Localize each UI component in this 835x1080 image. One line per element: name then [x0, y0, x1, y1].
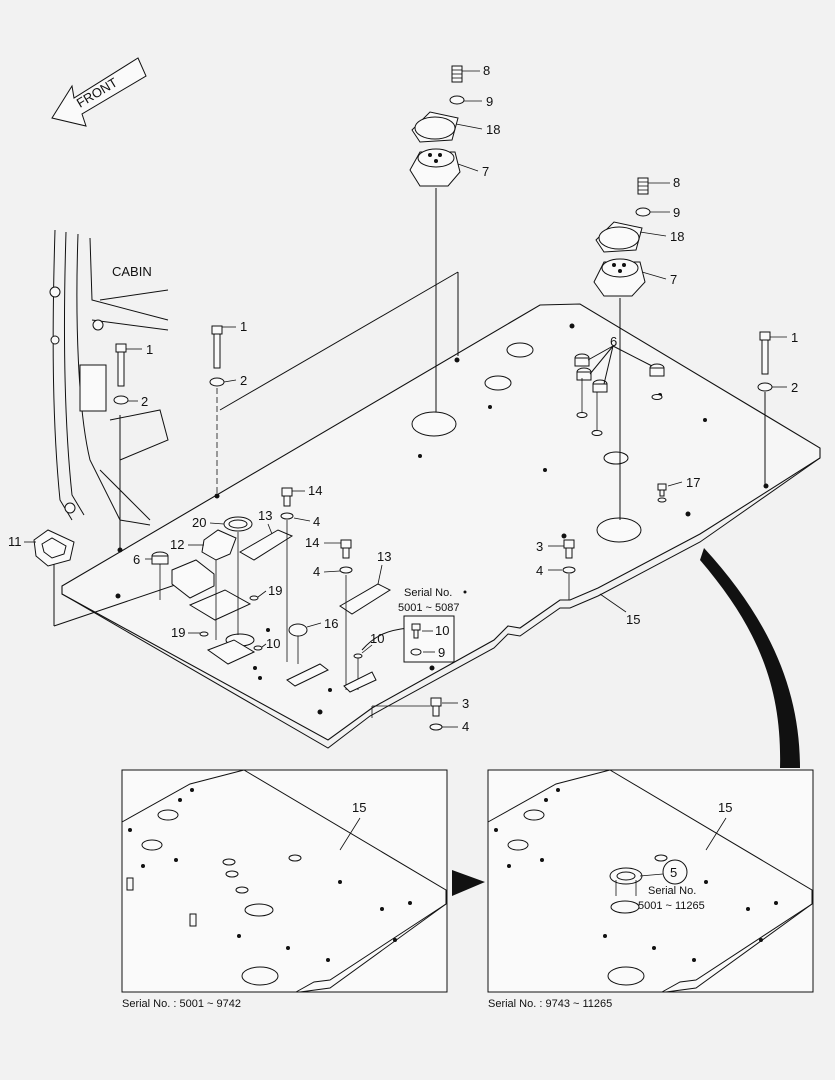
transition-arrow	[452, 870, 485, 896]
callout-4: 4	[313, 564, 320, 579]
callout-12: 12	[170, 537, 184, 552]
callout-10: 10	[435, 623, 449, 638]
plate-parts-middle	[339, 539, 409, 693]
callout-3: 3	[536, 539, 543, 554]
bolt-right-plate	[757, 331, 773, 484]
cabin-label: CABIN	[112, 264, 152, 279]
callout-6: 6	[610, 334, 617, 349]
callout-15: 15	[626, 612, 640, 627]
caption-right: Serial No. : 9743 ~ 11265	[488, 998, 612, 1010]
bolt-left-plate	[209, 325, 225, 494]
callout-20: 20	[192, 515, 206, 530]
serial-box-inset: Serial No. 5001 ~ 5087	[398, 587, 467, 663]
callout-11: 11	[8, 534, 22, 549]
detail-arrow	[700, 548, 800, 768]
callout-14: 14	[308, 483, 322, 498]
callout-10: 10	[370, 631, 384, 646]
callout-13: 13	[377, 549, 391, 564]
callout-13: 13	[258, 508, 272, 523]
callout-15: 15	[718, 800, 732, 815]
bolt-left-cabin	[113, 343, 129, 405]
callout-7: 7	[670, 272, 677, 287]
callout-2: 2	[240, 373, 247, 388]
serial-box-title: Serial No.	[404, 587, 452, 599]
callout-7: 7	[482, 164, 489, 179]
callout-10: 10	[266, 636, 280, 651]
callout-15: 15	[352, 800, 366, 815]
callout-14: 14	[305, 535, 319, 550]
callout-labels: 8 9 18 7 8 9 18 7 1 2 1 2 1 2 6 6 14 4	[8, 63, 798, 734]
callout-18: 18	[670, 229, 684, 244]
callout-16: 16	[324, 616, 338, 631]
callout-2: 2	[141, 394, 148, 409]
callout-1: 1	[146, 342, 153, 357]
detail-panel-left: 15	[121, 769, 448, 993]
serial-box-range: 5001 ~ 5087	[398, 602, 459, 614]
detail-serial-range: 5001 ~ 11265	[638, 900, 705, 912]
callout-4: 4	[536, 563, 543, 578]
caption-left: Serial No. : 5001 ~ 9742	[122, 998, 241, 1010]
rubber-mounts	[574, 345, 665, 430]
detail-serial-title: Serial No.	[648, 885, 696, 897]
cab-mount-right	[593, 177, 651, 520]
front-arrow: FRONT	[51, 57, 147, 127]
callout-17: 17	[686, 475, 700, 490]
callout-9: 9	[486, 94, 493, 109]
callout-8: 8	[483, 63, 490, 78]
callout-2: 2	[791, 380, 798, 395]
detail-panel-right: 5 Serial No. 5001 ~ 11265 15	[487, 769, 814, 993]
callout-19: 19	[268, 583, 282, 598]
plate-parts-right	[371, 483, 667, 731]
cabin-drawing: CABIN	[49, 229, 169, 526]
callout-3: 3	[462, 696, 469, 711]
callout-9: 9	[438, 645, 445, 660]
callout-9: 9	[673, 205, 680, 220]
callout-6: 6	[133, 552, 140, 567]
callout-19: 19	[171, 625, 185, 640]
plate-parts-left	[33, 487, 308, 664]
callout-8: 8	[673, 175, 680, 190]
callout-4: 4	[313, 514, 320, 529]
callout-18: 18	[486, 122, 500, 137]
callout-5: 5	[670, 865, 677, 880]
callout-4: 4	[462, 719, 469, 734]
callout-1: 1	[791, 330, 798, 345]
cab-mount-left	[409, 65, 465, 412]
floor-plate	[61, 303, 821, 749]
callout-1: 1	[240, 319, 247, 334]
